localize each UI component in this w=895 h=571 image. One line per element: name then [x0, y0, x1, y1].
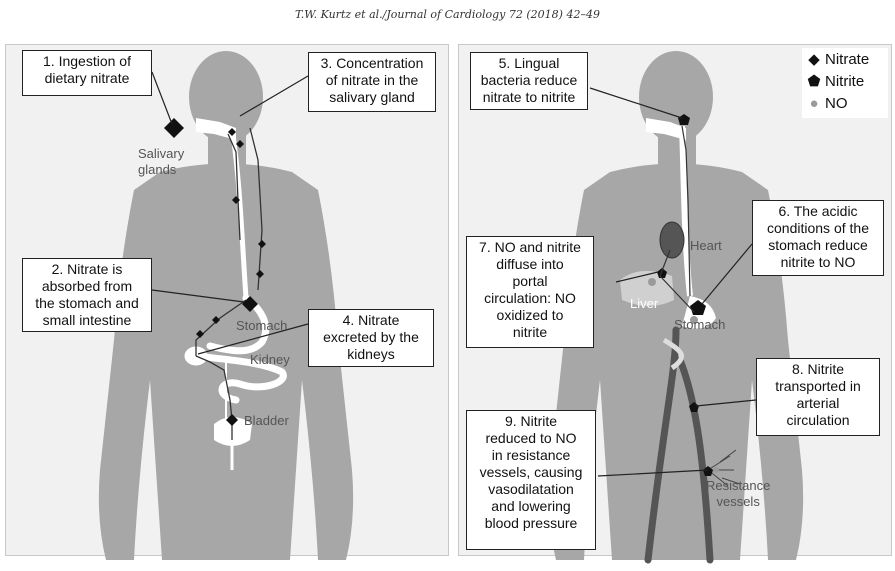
callout-1-text: 1. Ingestion of dietary nitrate	[43, 53, 131, 86]
label-salivary-glands: Salivary glands	[138, 146, 185, 177]
callout-3-concentration: 3. Concentration of nitrate in the saliv…	[308, 52, 436, 112]
callout-6-text: 6. The acidic conditions of the stomach …	[767, 203, 869, 270]
callout-6-acidic: 6. The acidic conditions of the stomach …	[752, 200, 884, 276]
diamond-icon: ◆	[808, 51, 820, 68]
left-bladder-shape	[214, 417, 252, 446]
circle-icon: ●	[809, 95, 819, 112]
right-esophagus	[679, 125, 693, 297]
heart-shape	[659, 221, 685, 259]
callout-2-absorption: 2. Nitrate is absorbed from the stomach …	[22, 258, 152, 332]
callout-3-text: 3. Concentration of nitrate in the saliv…	[320, 55, 424, 105]
nitrate-intake-marker	[164, 118, 184, 138]
callout-7-diffusion: 7. NO and nitrite diffuse into portal ci…	[466, 236, 594, 348]
callout-7-text: 7. NO and nitrite diffuse into portal ci…	[479, 239, 581, 340]
callout-1-ingestion: 1. Ingestion of dietary nitrate	[22, 50, 152, 96]
label-resistance-vessels: Resistance vessels	[706, 478, 771, 509]
callout-5-text: 5. Lingual bacteria reduce nitrate to ni…	[480, 55, 578, 105]
pentagon-icon: ⬟	[807, 73, 821, 90]
label-kidney: Kidney	[250, 352, 290, 367]
label-heart: Heart	[690, 238, 722, 253]
right-mouth-throat	[646, 118, 686, 140]
legend-label-no: NO	[825, 95, 848, 112]
label-stomach-left: Stomach	[236, 318, 288, 333]
callout-2-text: 2. Nitrate is absorbed from the stomach …	[35, 261, 139, 328]
callout-5-lingual: 5. Lingual bacteria reduce nitrate to ni…	[470, 52, 588, 110]
legend: ◆ Nitrate ⬟Nitrite ● NO	[802, 48, 888, 118]
legend-item-no: ● NO	[806, 94, 848, 114]
liver-shape	[620, 270, 674, 306]
label-stomach-right: Stomach	[674, 317, 726, 332]
nitrite-marker-tongue	[678, 114, 690, 125]
legend-item-nitrite: ⬟Nitrite	[806, 72, 864, 92]
label-liver: Liver	[630, 296, 659, 311]
label-bladder: Bladder	[244, 413, 289, 428]
callout-8-transport: 8. Nitrite transported in arterial circu…	[756, 358, 880, 436]
legend-label-nitrate: Nitrate	[825, 51, 870, 68]
left-mouth-throat	[196, 118, 236, 140]
legend-item-nitrate: ◆ Nitrate	[806, 50, 869, 70]
callout-4-text: 4. Nitrate excreted by the kidneys	[323, 312, 419, 362]
callout-9-text: 9. Nitrite reduced to NO in resistance v…	[479, 413, 583, 531]
callout-8-text: 8. Nitrite transported in arterial circu…	[775, 361, 861, 428]
callout-9-vasodilatation: 9. Nitrite reduced to NO in resistance v…	[466, 410, 596, 550]
left-esophagus	[229, 127, 249, 299]
legend-label-nitrite: Nitrite	[825, 73, 865, 90]
callout-4-excretion: 4. Nitrate excreted by the kidneys	[308, 309, 434, 367]
journal-header: T.W. Kurtz et al./Journal of Cardiology …	[295, 8, 600, 21]
